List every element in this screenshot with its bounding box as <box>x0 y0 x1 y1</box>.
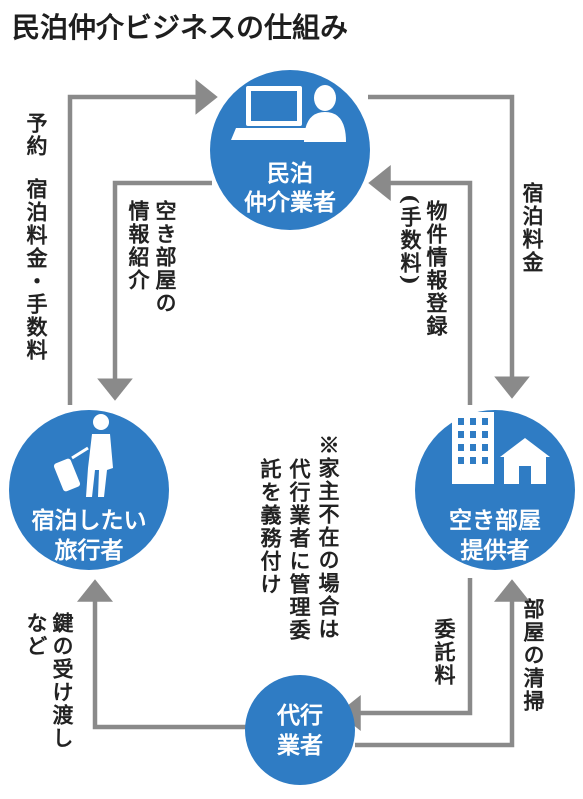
label-listing-fee: (手数料) <box>398 194 423 287</box>
traveler-label-2: 旅行者 <box>55 537 124 564</box>
label-lodging-fee: 宿泊料金・手数料 <box>24 178 49 362</box>
laptop-person-icon <box>231 85 346 142</box>
arrow-broker-to-provider <box>368 94 530 399</box>
label-reservation: 予約 <box>24 112 49 158</box>
agent-label-1: 代行 <box>276 702 323 729</box>
provider-label-2: 提供者 <box>461 537 530 564</box>
traveler-label-1: 宿泊したい <box>32 507 147 534</box>
node-traveler: 宿泊したい 旅行者 <box>9 410 169 570</box>
label-commission: 委託料 <box>432 618 457 687</box>
note-line-2: 代行業者に管理委 <box>287 458 312 642</box>
arrow-provider-to-broker <box>368 165 473 405</box>
node-agent: 代行 業者 <box>245 675 355 785</box>
label-cleaning: 部屋の清掃 <box>521 598 546 713</box>
diagram-title: 民泊仲介ビジネスの仕組み <box>12 11 349 44</box>
note-line-1: ※家主不在の場合は <box>316 434 341 641</box>
label-broker-fee: 宿泊料金 <box>520 182 545 274</box>
label-key-handover: 鍵の受け渡し <box>50 612 75 750</box>
node-broker: 民泊 仲介業者 <box>210 70 370 230</box>
broker-label-1: 民泊 <box>267 161 313 187</box>
arrow-agent-to-provider <box>355 579 530 748</box>
traveler-suitcase-icon <box>53 414 113 497</box>
agent-label-2: 業者 <box>276 732 323 759</box>
arrow-agent-to-traveler <box>77 579 248 730</box>
node-provider: 空き部屋 提供者 <box>415 410 575 570</box>
broker-label-2: 仲介業者 <box>244 189 336 216</box>
label-room-of: 空き部屋の <box>153 200 178 315</box>
provider-label-1: 空き部屋 <box>449 507 541 534</box>
arrows <box>67 79 530 748</box>
arrow-broker-to-traveler <box>97 180 212 401</box>
arrow-traveler-to-broker <box>67 79 218 405</box>
label-etc: など <box>24 612 49 658</box>
arrow-provider-to-agent <box>338 578 473 731</box>
note-line-3: 託を義務付け <box>258 458 283 596</box>
label-listing: 物件情報登録 <box>424 200 449 338</box>
label-info-intro: 情報紹介 <box>126 200 151 292</box>
building-house-icon <box>452 412 550 484</box>
